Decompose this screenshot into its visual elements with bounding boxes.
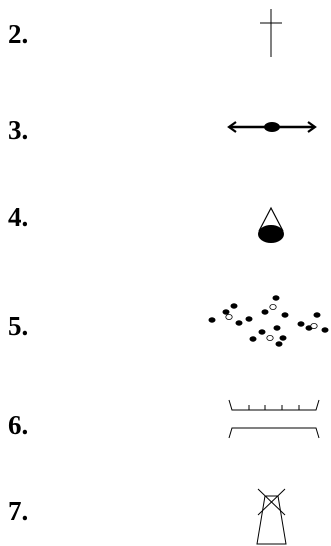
item-number: 2.: [8, 19, 29, 49]
list-item-2: 2.: [0, 0, 331, 60]
list-item-4: 4.: [0, 188, 331, 248]
bracket-ticks-icon: [228, 399, 320, 439]
item-number: 5.: [8, 311, 29, 341]
double-arrow-dot-icon: [227, 121, 317, 133]
item-number: 7.: [8, 496, 29, 526]
list-item-5: 5.: [0, 295, 331, 358]
list-item-3: 3.: [0, 100, 331, 160]
cone-blob-icon: [258, 206, 284, 243]
item-number: 3.: [8, 115, 29, 145]
item-number: 4.: [8, 202, 29, 232]
item-number: 6.: [8, 410, 29, 440]
scattered-dots-icon: [208, 295, 329, 347]
list-item-7: 7.: [0, 480, 331, 545]
cross-icon: [260, 9, 282, 57]
windmill-icon: [256, 488, 287, 545]
list-item-6: 6.: [0, 392, 331, 452]
